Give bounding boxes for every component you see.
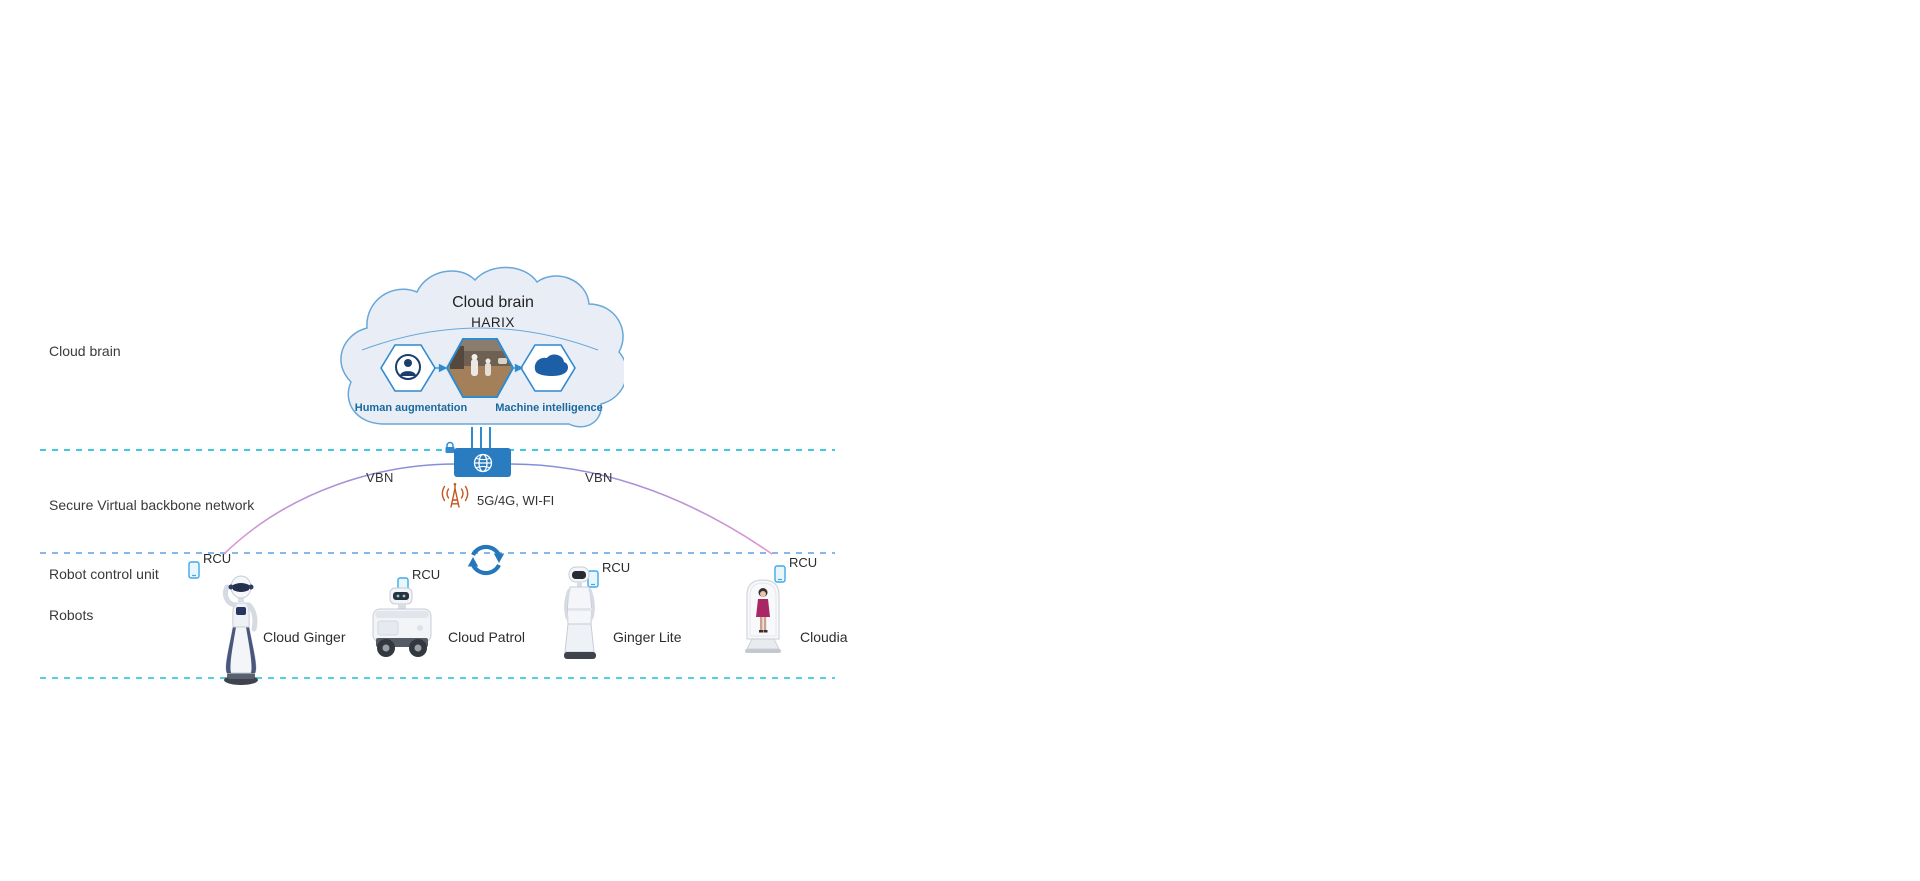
ginger-lite-robot-image bbox=[564, 566, 596, 659]
cloud-title: Cloud brain bbox=[452, 294, 534, 311]
row-label-cloud-brain: Cloud brain bbox=[49, 343, 121, 359]
rcu-unit-3: RCU bbox=[587, 560, 630, 588]
robot-name-ginger-lite: Ginger Lite bbox=[613, 629, 682, 645]
person-icon bbox=[395, 354, 421, 380]
cloud-subtitle: HARIX bbox=[471, 315, 515, 330]
cloud-brain-graphic bbox=[340, 266, 624, 428]
vbn-label-left: VBN bbox=[366, 470, 394, 485]
cloud-ginger-robot-image bbox=[222, 575, 258, 685]
row-label-secure-virtual-backbone-network: Secure Virtual backbone network bbox=[49, 497, 255, 513]
rcu-label: RCU bbox=[203, 551, 232, 566]
rcu-unit-1: RCU bbox=[188, 551, 231, 579]
vbn-curves bbox=[223, 463, 773, 555]
machine-intelligence-label: Machine intelligence bbox=[495, 402, 603, 414]
vbn-router bbox=[454, 448, 511, 477]
robot-name-cloud-patrol: Cloud Patrol bbox=[448, 629, 526, 645]
rcu-label: RCU bbox=[412, 567, 441, 582]
separator-network-rcu bbox=[40, 552, 835, 554]
vbn-curve-left bbox=[223, 463, 457, 555]
machine-intelligence-hexagon bbox=[520, 344, 576, 392]
cloud-router-link-2 bbox=[480, 427, 482, 451]
cloud-arc-connector bbox=[361, 327, 599, 351]
rcu-phone-icon bbox=[774, 565, 786, 583]
human-augmentation-hexagon bbox=[380, 344, 436, 392]
row-label-robot-control-unit: Robot control unit bbox=[49, 566, 159, 582]
robot-name-cloud-ginger: Cloud Ginger bbox=[263, 629, 346, 645]
radio-tower-icon bbox=[441, 483, 469, 508]
human-augmentation-label: Human augmentation bbox=[354, 402, 468, 414]
cloud-router-link-1 bbox=[471, 427, 473, 451]
rcu-unit-4: RCU bbox=[774, 555, 817, 583]
sync-icon bbox=[467, 544, 505, 576]
vbn-label-right: VBN bbox=[585, 470, 613, 485]
lock-icon bbox=[445, 441, 455, 453]
rcu-phone-icon bbox=[188, 561, 200, 579]
robot-name-cloudia: Cloudia bbox=[800, 629, 848, 645]
separator-bottom bbox=[40, 677, 835, 679]
row-label-robots: Robots bbox=[49, 607, 94, 623]
rcu-label: RCU bbox=[602, 560, 631, 575]
cloud-router-link-3 bbox=[489, 427, 491, 451]
wireless-label: 5G/4G, WI-FI bbox=[477, 493, 555, 508]
rcu-label: RCU bbox=[789, 555, 818, 570]
brain-icon bbox=[534, 354, 569, 377]
globe-icon bbox=[473, 453, 492, 472]
cloudia-robot-image bbox=[745, 579, 781, 653]
separator-cloud-network bbox=[40, 449, 835, 451]
cloud-patrol-robot-image bbox=[372, 587, 432, 657]
vbn-curve-right bbox=[509, 463, 773, 555]
hexagon-flow-arrows bbox=[435, 363, 524, 373]
